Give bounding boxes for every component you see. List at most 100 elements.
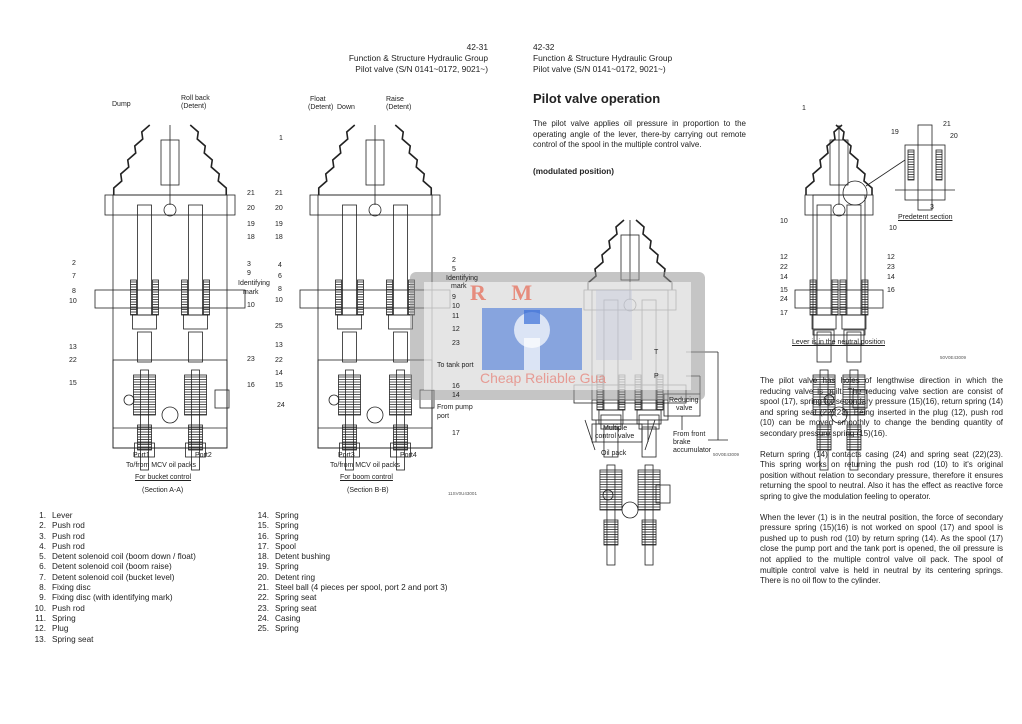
parts-list-item: 2.Push rod	[32, 521, 196, 531]
passage	[823, 394, 835, 406]
label: 14	[887, 274, 895, 281]
label: 23	[452, 340, 460, 347]
parts-list-item: 8.Fixing disc	[32, 583, 196, 593]
label: 21	[275, 190, 283, 197]
label: Identifying	[238, 280, 270, 287]
label: 14	[452, 392, 460, 399]
label: 22	[275, 357, 283, 364]
parts-list-item: 25.Spring	[255, 624, 448, 634]
port-label: Port2	[195, 452, 212, 459]
caption: For bucket control	[135, 474, 192, 481]
label: 15	[780, 287, 788, 294]
item-number: 17.	[257, 541, 269, 551]
item-label: Spring	[52, 613, 76, 623]
spool	[819, 369, 829, 471]
caption: (Section A-A)	[142, 487, 184, 494]
push-rod	[137, 204, 152, 316]
spring	[335, 279, 342, 316]
spring	[130, 279, 137, 316]
bellows	[189, 124, 228, 195]
label: 17	[780, 310, 788, 317]
item-number: 6.	[39, 562, 46, 572]
item-number: 22.	[257, 593, 269, 603]
label: valve	[676, 405, 693, 412]
parts-list-item: 5.Detent solenoid coil (boom down / floa…	[32, 552, 196, 562]
casing	[112, 194, 228, 449]
port-fitting	[339, 442, 360, 458]
item-label: Fixing disc	[52, 583, 91, 593]
casing-lower	[112, 359, 228, 449]
passage	[366, 406, 384, 424]
caption: Predetent section	[898, 214, 953, 221]
label: 6	[278, 273, 282, 280]
label: 22	[780, 264, 788, 271]
item-number: 20.	[257, 572, 269, 582]
parts-list-item: 4.Push rod	[32, 542, 196, 552]
item-number: 10.	[34, 603, 46, 613]
bellows	[112, 124, 151, 195]
label: 1	[279, 135, 283, 142]
label: 9	[247, 270, 251, 277]
mounting-flange	[94, 289, 246, 309]
item-number: 13.	[34, 634, 46, 644]
label: 25	[275, 323, 283, 330]
label: mark	[451, 283, 467, 290]
item-number: 9.	[39, 593, 46, 603]
item-label: Spring seat	[275, 593, 317, 603]
fixing-disc	[598, 409, 624, 425]
spool-spring	[188, 424, 203, 451]
label: Reducing	[669, 397, 699, 404]
port-fitting	[638, 414, 660, 430]
subject: Pilot valve (S/N 0141~0172, 9021~)	[355, 64, 488, 74]
watermark: R M Cheap Reliable Gua	[410, 272, 705, 400]
mounting-flange	[794, 289, 884, 309]
side-port	[655, 484, 671, 504]
label: 24	[277, 402, 285, 409]
label: 3	[247, 261, 251, 268]
label: 17	[452, 430, 460, 437]
push-rod-lower	[188, 331, 203, 363]
oil-pack-line	[584, 419, 596, 451]
figure-code: 50V0E43009	[713, 452, 740, 457]
spool	[849, 369, 859, 471]
port-fitting	[390, 442, 411, 458]
item-label: Push rod	[52, 531, 85, 541]
label: 2	[72, 260, 76, 267]
bellows	[805, 124, 843, 195]
secondary-spring	[842, 374, 866, 416]
port-fitting	[813, 329, 835, 345]
label: 23	[887, 264, 895, 271]
item-label: Spring	[275, 511, 299, 520]
figure-code: 50V0E43009	[940, 355, 967, 360]
spool	[644, 464, 654, 566]
parts-list-item: 21.Steel ball (4 pieces per spool, port …	[255, 583, 448, 593]
label: 14	[780, 274, 788, 281]
port-fitting	[843, 329, 865, 345]
port-fitting	[600, 414, 622, 430]
parts-list-item: 1.Lever	[32, 511, 196, 521]
label: 7	[72, 273, 76, 280]
item-label: Spring	[275, 521, 299, 531]
label: accumulator	[673, 447, 712, 454]
item-label: Spring	[275, 531, 299, 541]
bellows	[835, 124, 873, 195]
parts-list-item: 7.Detent solenoid coil (bucket level)	[32, 573, 196, 583]
parts-list-item: 9. Fixing disc (with identifying mark)	[32, 593, 196, 603]
label: 21	[247, 190, 255, 197]
label: 20	[950, 133, 958, 140]
push-rod	[188, 204, 203, 316]
label: 20	[247, 205, 255, 212]
pump-port-label: P	[654, 373, 659, 380]
port-label: Port1	[133, 452, 150, 459]
spool	[191, 369, 200, 471]
item-label: Fixing disc (with identifying mark)	[52, 593, 173, 603]
label: 12	[780, 254, 788, 261]
label: Roll back	[181, 95, 210, 102]
detail-circle	[842, 180, 868, 206]
spool-spring	[846, 424, 862, 451]
label: 22	[69, 357, 77, 364]
item-label: Detent bushing	[275, 552, 331, 562]
label: 19	[891, 129, 899, 136]
label: 13	[69, 344, 77, 351]
